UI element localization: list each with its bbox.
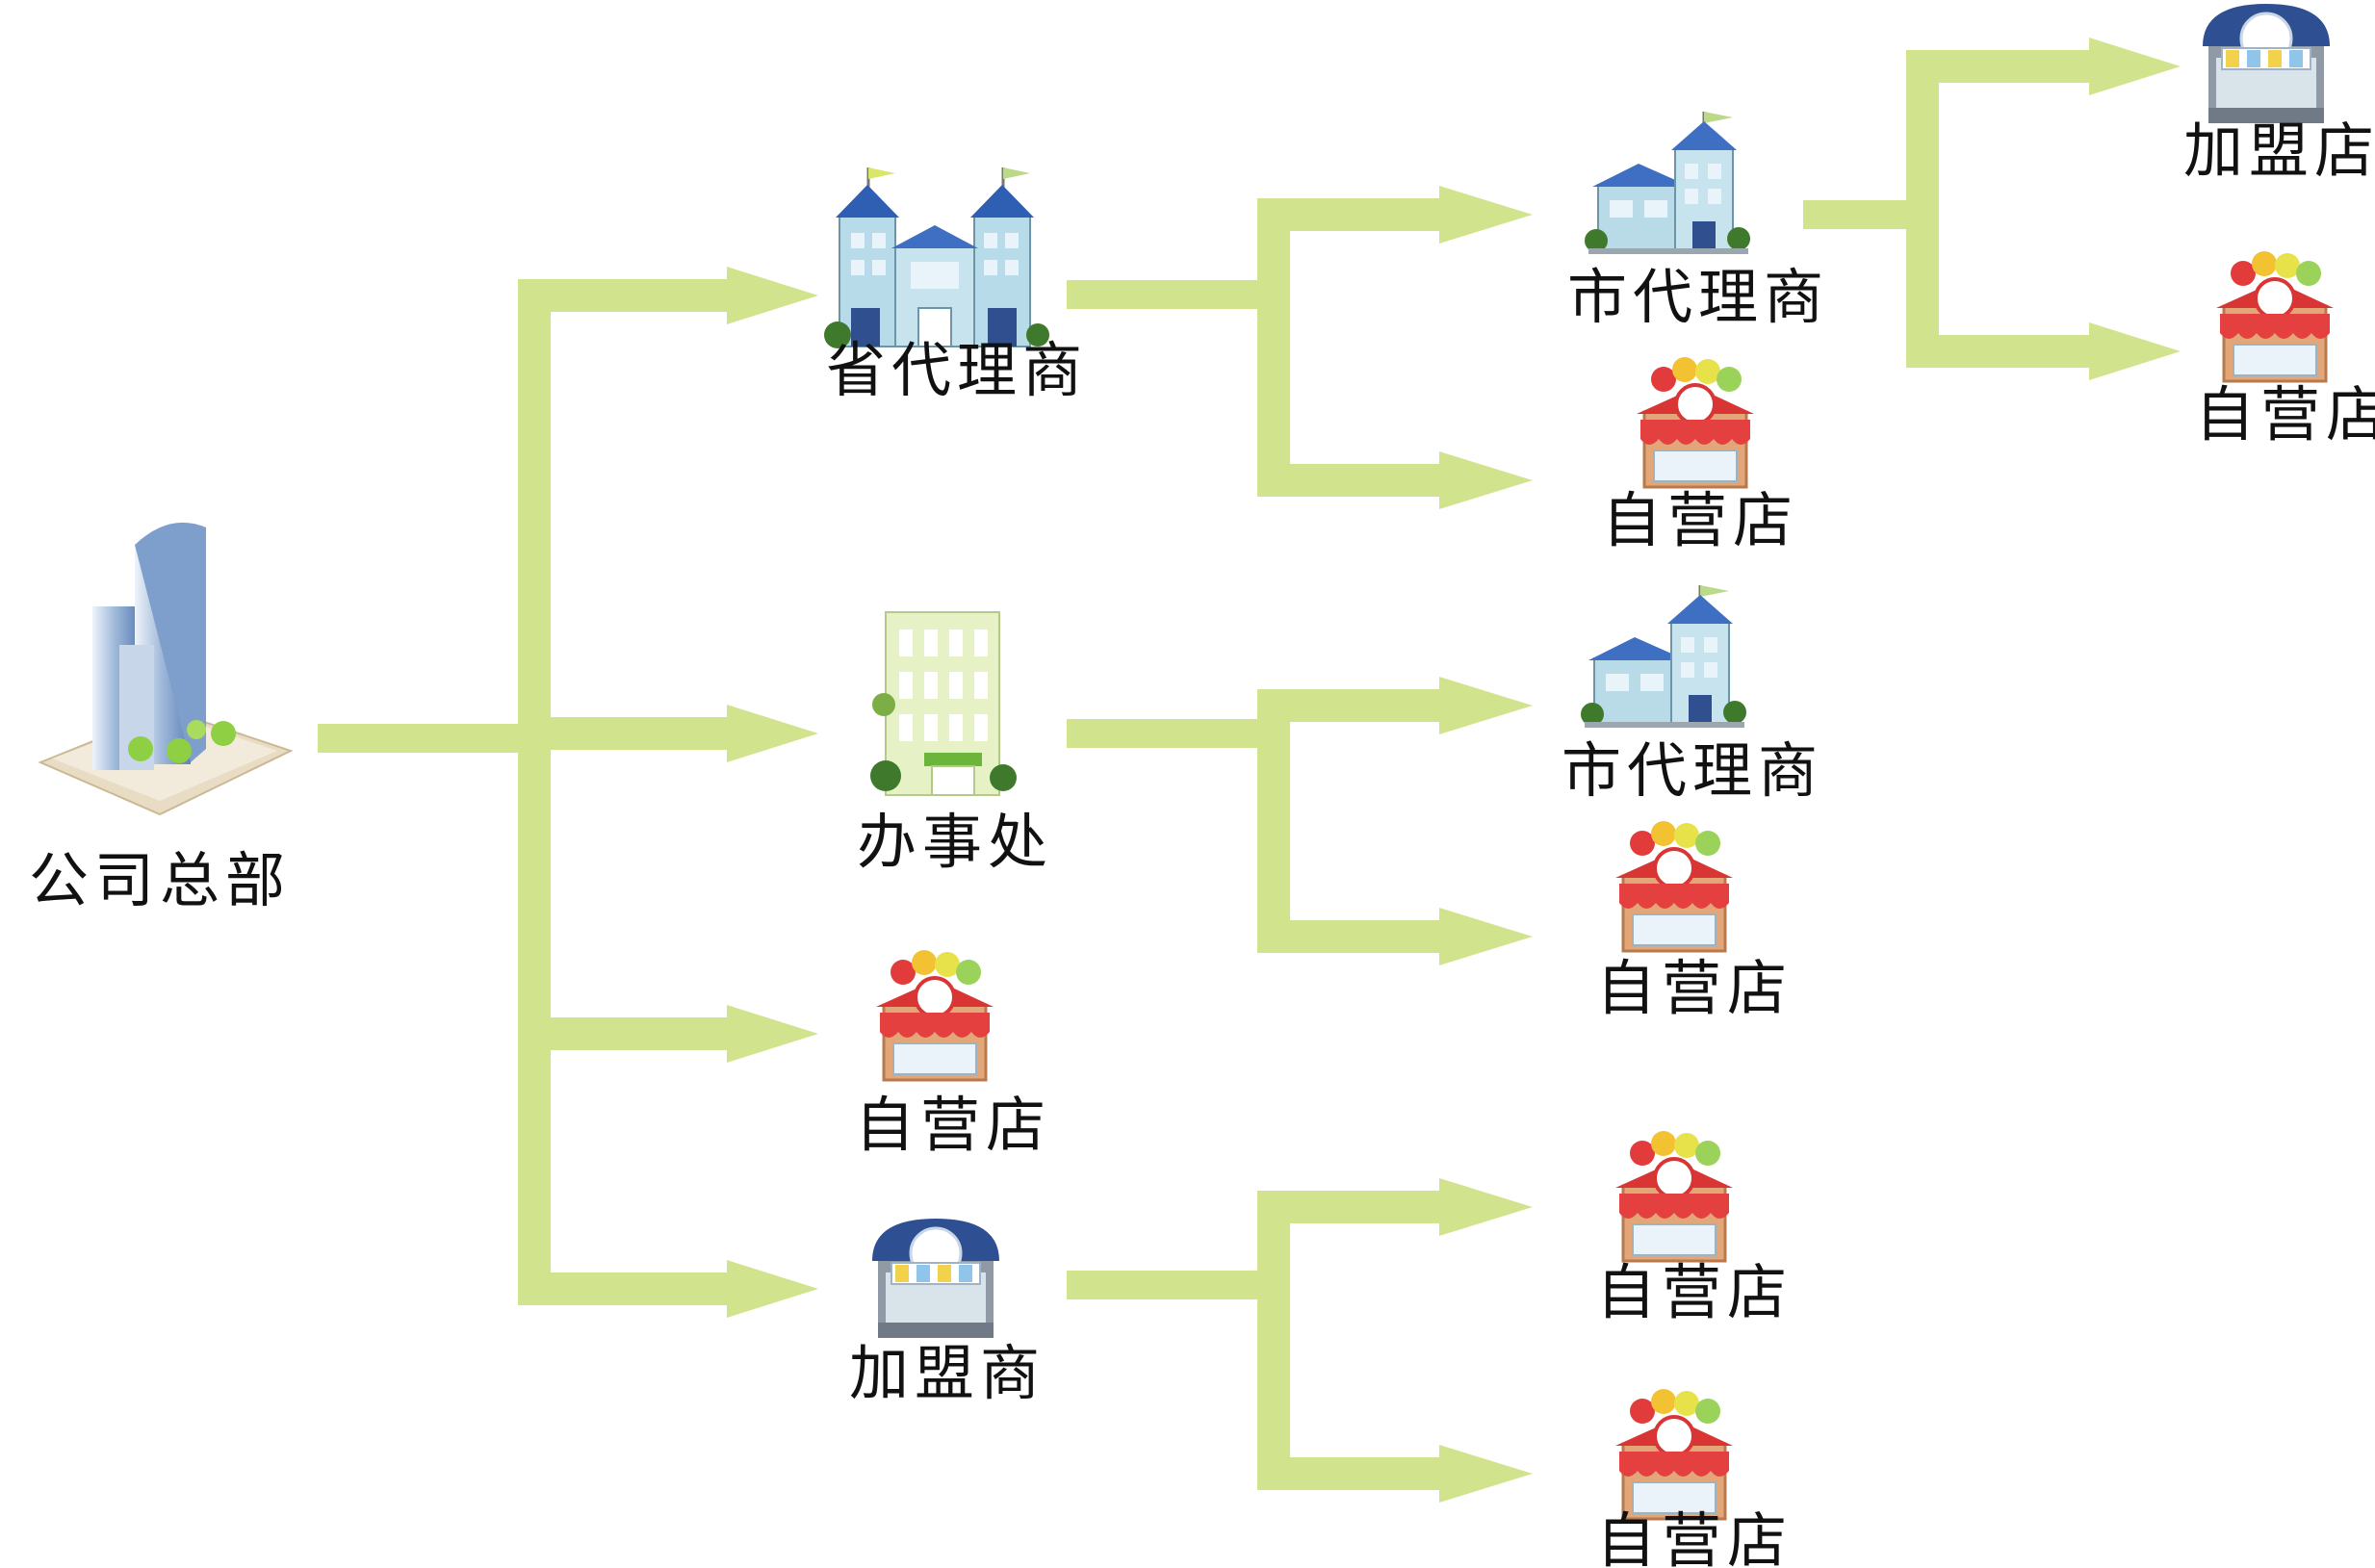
node-label-franchise-store: 加盟店: [2183, 116, 2375, 186]
prov-branch-city: [1257, 198, 1442, 231]
prov-trunk: [1067, 280, 1259, 309]
office-trunk: [1067, 719, 1259, 748]
franchisee-spine: [1257, 1191, 1290, 1490]
office-tower-icon: [38, 522, 294, 816]
hq-branch-franchisee: [518, 1272, 730, 1305]
node-own-store-l1: 自营店: [855, 948, 1051, 1160]
node-label-city-agent-2: 市代理商: [1562, 735, 1823, 806]
arrow-to-city-agent-1: [1439, 186, 1533, 244]
node-own-store-city: 自营店: [2195, 249, 2375, 450]
arrow-to-franchisee: [727, 1260, 818, 1318]
node-own-store-office: 自营店: [1596, 819, 1793, 1023]
arrow-to-office: [727, 705, 818, 762]
castle-building-icon: [824, 167, 1049, 348]
franchisee-trunk: [1067, 1271, 1259, 1299]
candy-shop-icon: [1635, 355, 1756, 489]
city-building-icon: [1583, 110, 1752, 256]
prov-branch-store: [1257, 464, 1442, 497]
prov-spine: [1257, 198, 1290, 497]
node-label-own-store-city: 自营店: [2195, 379, 2375, 450]
candy-shop-icon: [874, 948, 995, 1082]
node-label-own-store-office: 自营店: [1596, 953, 1793, 1023]
city-branch-franchise: [1906, 50, 2091, 83]
candy-shop-icon: [1613, 1129, 1735, 1263]
hq-branch-provincial: [518, 279, 730, 312]
hq-trunk: [318, 724, 531, 753]
office-branch-city: [1257, 689, 1442, 722]
office-branch-store: [1257, 920, 1442, 953]
arrow-to-provincial-agent: [727, 267, 818, 324]
node-label-own-store-prov: 自营店: [1602, 485, 1798, 555]
office-spine: [1257, 689, 1290, 953]
franchise-shop-icon: [2201, 2, 2332, 125]
node-own-store-fr-2: 自营店: [1596, 1387, 1793, 1568]
node-city-agent-1: 市代理商: [1567, 110, 1829, 332]
node-label-franchisee: 加盟商: [849, 1338, 1046, 1408]
city-spine: [1906, 50, 1939, 368]
arrow-to-own-store-fr-2: [1439, 1445, 1533, 1503]
node-label-own-store-fr-2: 自营店: [1596, 1505, 1793, 1568]
node-label-hq: 公司总部: [29, 845, 291, 915]
node-own-store-prov: 自营店: [1602, 355, 1798, 555]
node-franchisee: 加盟商: [849, 1217, 1046, 1408]
hq-branch-own-store: [534, 1017, 730, 1050]
arrow-to-own-store-city: [2089, 322, 2181, 380]
franchise-shop-icon: [870, 1217, 1001, 1340]
arrow-to-own-store-prov: [1439, 451, 1533, 509]
arrow-to-own-store-l1: [727, 1005, 818, 1063]
arrow-to-own-store-fr-1: [1439, 1178, 1533, 1236]
connector-layer: [318, 38, 2181, 1503]
node-franchise-store: 加盟店: [2183, 2, 2375, 186]
arrow-to-franchise-store: [2089, 38, 2181, 95]
hq-spine: [518, 279, 551, 1305]
node-city-agent-2: 市代理商: [1562, 583, 1823, 806]
candy-shop-icon: [1613, 819, 1735, 953]
city-branch-store: [1906, 335, 2091, 368]
hq-branch-office: [534, 717, 730, 750]
node-label-own-store-fr-1: 自营店: [1596, 1257, 1793, 1327]
candy-shop-icon: [2214, 249, 2336, 383]
franchisee-branch-store-2: [1257, 1457, 1442, 1490]
arrow-to-own-store-office: [1439, 908, 1533, 965]
node-hq: 公司总部: [29, 522, 294, 915]
city-building-icon: [1579, 583, 1748, 730]
node-label-provincial-agent: 省代理商: [826, 335, 1088, 405]
node-label-own-store-l1: 自营店: [855, 1090, 1051, 1160]
arrow-to-city-agent-2: [1439, 677, 1533, 734]
candy-shop-icon: [1613, 1387, 1735, 1521]
node-office: 办事处: [857, 611, 1053, 877]
node-own-store-fr-1: 自营店: [1596, 1129, 1793, 1327]
node-provincial-agent: 省代理商: [824, 167, 1088, 405]
office-building-icon: [870, 611, 1017, 796]
city-trunk: [1803, 200, 1909, 229]
node-label-city-agent-1: 市代理商: [1567, 262, 1829, 332]
node-label-office: 办事处: [857, 807, 1053, 877]
franchisee-branch-store-1: [1257, 1191, 1442, 1223]
